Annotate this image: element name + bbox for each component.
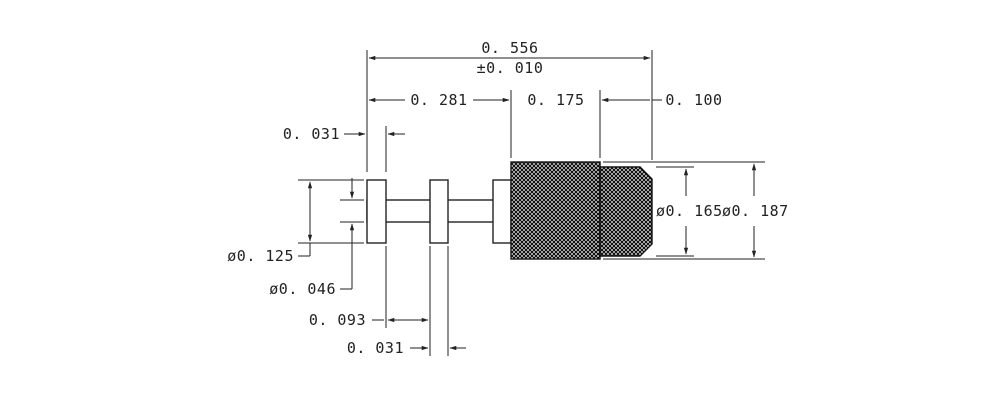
collar bbox=[492, 179, 512, 244]
flange-diameter-label: ø0. 125 bbox=[227, 247, 294, 265]
dimension-lines bbox=[298, 50, 765, 356]
knurled-body bbox=[510, 161, 601, 260]
knurl-diameter-label: ø0. 187 bbox=[722, 202, 789, 220]
middle-flange-thickness-label: 0. 031 bbox=[347, 339, 404, 357]
knurled-tip bbox=[599, 166, 653, 257]
overall-length-label: 0. 556 bbox=[481, 39, 538, 57]
part-geometry bbox=[366, 161, 653, 260]
middle-flange bbox=[429, 179, 449, 244]
left-flange bbox=[366, 179, 387, 244]
flange-spacing-label: 0. 093 bbox=[309, 311, 366, 329]
length-to-knurl-label: 0. 281 bbox=[410, 91, 467, 109]
overall-tolerance-label: ±0. 010 bbox=[477, 59, 544, 77]
tip-length-label: 0. 100 bbox=[665, 91, 722, 109]
dimension-labels: 0. 556 ±0. 010 0. 281 0. 175 0. 100 0. 0… bbox=[227, 39, 788, 357]
knurl-length-label: 0. 175 bbox=[527, 91, 584, 109]
left-flange-thickness-label: 0. 031 bbox=[283, 125, 340, 143]
tip-diameter-label: ø0. 165 bbox=[656, 202, 723, 220]
shaft-diameter-label: ø0. 046 bbox=[269, 280, 336, 298]
